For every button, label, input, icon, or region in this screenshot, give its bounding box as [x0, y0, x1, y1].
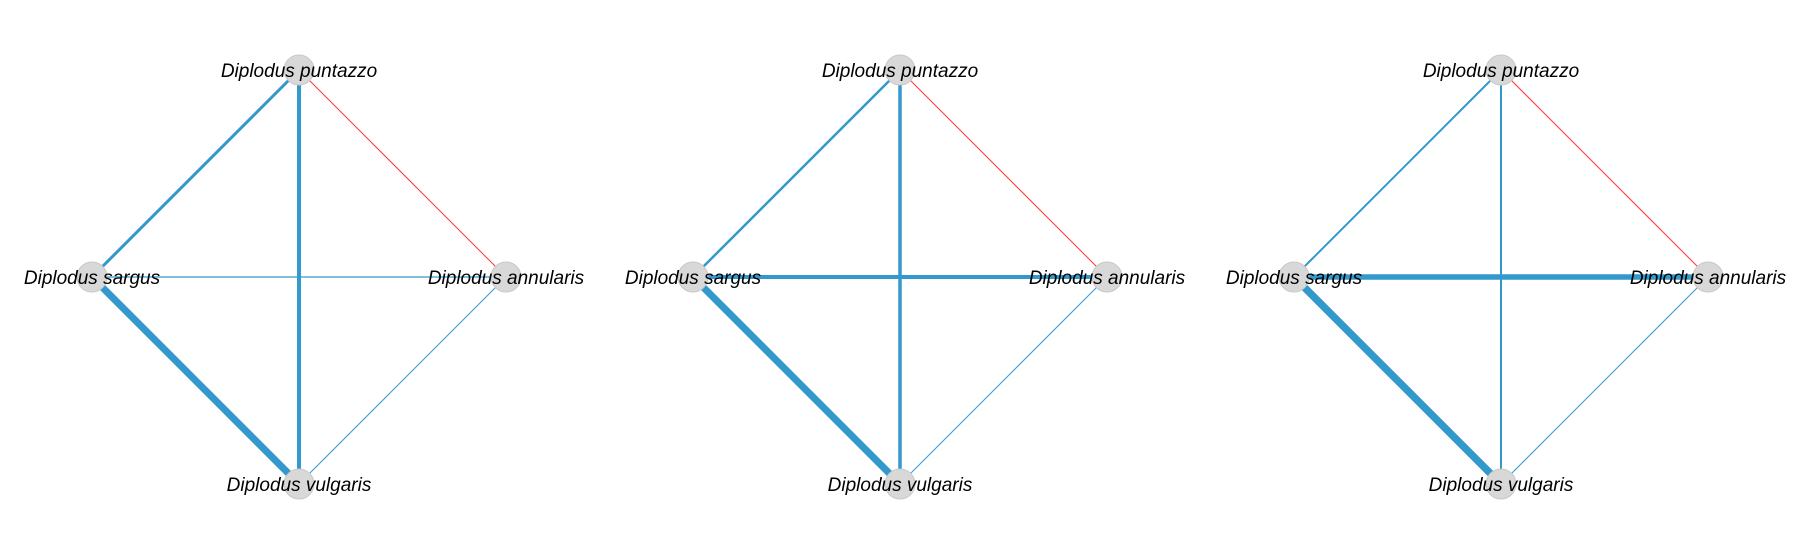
- node-label-vulgaris: Diplodus vulgaris: [227, 475, 372, 496]
- node-puntazzo: [283, 54, 315, 86]
- node-sargus: [677, 261, 709, 293]
- node-label-vulgaris: Diplodus vulgaris: [828, 475, 973, 496]
- edge-puntazzo-annularis: [899, 69, 1108, 278]
- node-label-sargus: Diplodus sargus: [1226, 268, 1363, 289]
- node-annularis: [1091, 261, 1123, 293]
- node-label-sargus: Diplodus sargus: [625, 268, 762, 289]
- edge-puntazzo-sargus: [90, 68, 301, 279]
- edge-sargus-vulgaris: [89, 274, 302, 487]
- edge-puntazzo-annularis: [1500, 69, 1709, 278]
- node-label-puntazzo: Diplodus puntazzo: [822, 61, 978, 82]
- node-label-puntazzo: Diplodus puntazzo: [221, 61, 377, 82]
- node-puntazzo: [1485, 54, 1517, 86]
- node-label-sargus: Diplodus sargus: [24, 268, 161, 289]
- node-annularis: [1692, 261, 1724, 293]
- edge-sargus-vulgaris: [1291, 274, 1504, 487]
- edge-annularis-vulgaris: [899, 276, 1108, 485]
- node-vulgaris: [283, 468, 315, 500]
- node-vulgaris: [884, 468, 916, 500]
- edge-puntazzo-sargus: [692, 69, 901, 278]
- node-annularis: [490, 261, 522, 293]
- edge-sargus-vulgaris: [690, 274, 903, 487]
- node-label-vulgaris: Diplodus vulgaris: [1429, 475, 1574, 496]
- edge-puntazzo-sargus: [1293, 69, 1502, 278]
- edge-puntazzo-annularis: [298, 69, 507, 278]
- node-label-puntazzo: Diplodus puntazzo: [1423, 61, 1579, 82]
- node-puntazzo: [884, 54, 916, 86]
- node-sargus: [1278, 261, 1310, 293]
- edge-annularis-vulgaris: [1500, 276, 1709, 485]
- node-vulgaris: [1485, 468, 1517, 500]
- edge-annularis-vulgaris: [298, 276, 507, 485]
- node-label-annularis: Diplodus annularis: [1630, 268, 1787, 289]
- node-sargus: [76, 261, 108, 293]
- node-label-annularis: Diplodus annularis: [1029, 268, 1186, 289]
- node-label-annularis: Diplodus annularis: [428, 268, 585, 289]
